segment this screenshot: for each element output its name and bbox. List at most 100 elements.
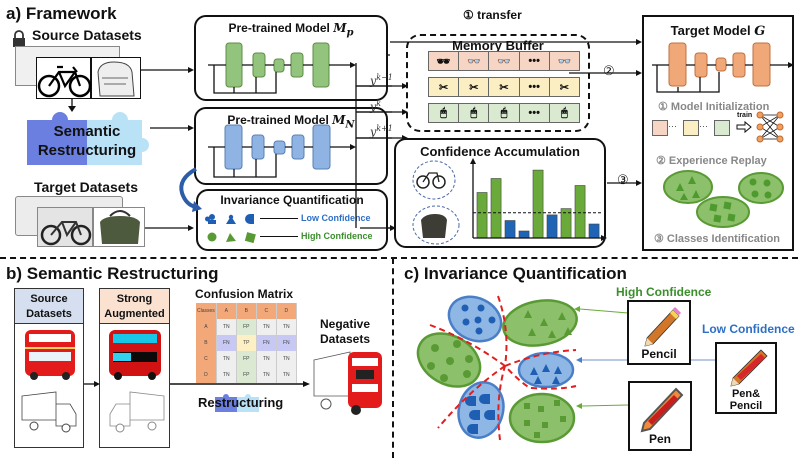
confusion-matrix-header: Classes A B C D <box>196 303 297 319</box>
pen-icon <box>640 387 684 433</box>
backpack-icon <box>97 61 135 97</box>
bar-4 <box>518 230 530 239</box>
memory-row-glasses: 🕶 👓 👓 ••• 👓 <box>428 51 580 71</box>
source-header-line1: Source <box>30 293 68 305</box>
cm-row-label: B <box>196 335 217 351</box>
item-card-pencil: Pencil <box>627 300 691 365</box>
memory-cell: 👓 <box>489 52 520 70</box>
low-confidence-heading: Low Confidence <box>702 322 795 336</box>
negative-line1: Negative <box>320 317 371 331</box>
cm-cell: TN <box>276 351 297 367</box>
memory-cell: ••• <box>520 78 550 96</box>
pen-pencil-label: Pen& Pencil <box>729 388 763 412</box>
target-datasets-label: Target Datasets <box>34 179 139 195</box>
neural-net-icon <box>756 111 784 143</box>
negative-datasets-label: Negative Datasets <box>320 317 370 347</box>
memory-cell: ✂ <box>559 81 570 94</box>
curved-arrow-icon <box>179 167 202 212</box>
cm-cell: TN <box>276 367 297 383</box>
high-confidence-label: High Confidence <box>301 231 373 241</box>
step-classes-identification: ③ Classes Identification <box>654 233 781 245</box>
model-n-subscript: N <box>345 119 355 131</box>
cm-header-cell: Classes <box>196 303 217 319</box>
memory-cell: 🖱 <box>459 104 490 122</box>
high-confidence-shapes <box>207 232 256 244</box>
low-confidence-shapes <box>205 214 254 224</box>
framework-title: a) Framework <box>6 4 117 23</box>
cm-cell: TN <box>216 351 237 367</box>
memory-cell: ••• <box>520 52 550 70</box>
negative-line2: Datasets <box>320 332 371 346</box>
network-green <box>208 42 356 94</box>
memory-cell: ✂ <box>459 78 490 96</box>
y-sup: k−1 <box>376 73 393 82</box>
memory-buffer-title: Memory Buffer <box>452 38 544 53</box>
network-orange <box>652 42 794 93</box>
bar-8 <box>574 185 586 239</box>
model-n-symbol: M <box>332 113 346 127</box>
bus-image-augmented <box>109 330 161 380</box>
puzzle-label-line2: Restructuring <box>37 142 137 159</box>
memory-cell: 👓 <box>459 52 490 70</box>
model-p-title: Pre-trained Model Mp <box>196 21 386 38</box>
confusion-matrix: Classes A B C D A TN FP TN TN B FN TP FN… <box>196 303 297 383</box>
pencil-label: Pencil <box>641 347 677 361</box>
cm-cell: FN <box>256 335 277 351</box>
ellipsis: ··· <box>668 121 677 131</box>
target-image-bag <box>93 207 145 247</box>
memory-buffer: Memory Buffer <box>406 34 590 132</box>
restructuring-arrows <box>84 381 310 387</box>
train-label: train <box>737 112 753 119</box>
high-arrow <box>260 236 298 237</box>
memory-cell: ✂ <box>489 78 520 96</box>
confusion-matrix-title: Confusion Matrix <box>195 287 293 301</box>
cm-cell: TN <box>256 319 277 335</box>
target-model-title-text: Target Model <box>670 23 751 38</box>
restructuring-label: Restructuring <box>198 395 284 410</box>
item-card-pen: Pen <box>628 381 692 451</box>
y-base: y <box>370 125 377 139</box>
cm-cell: TP <box>236 335 257 351</box>
confusion-matrix-row: C TN FP TN TN <box>196 351 297 367</box>
ellipsis: ··· <box>699 121 708 131</box>
strong-header-line2: Augmented <box>104 308 165 320</box>
invariance-panel-title: c) Invariance Quantification <box>404 264 627 283</box>
memory-cell: 🖱 <box>561 106 568 119</box>
puzzle-icon <box>27 112 149 165</box>
step-experience-replay: ② Experience Replay <box>656 155 767 167</box>
y-base: y <box>370 100 377 114</box>
confusion-matrix-row: D TN FP TN TN <box>196 367 297 383</box>
memory-cell: 🖱 <box>489 104 520 122</box>
item-card-pen-pencil: Pen& Pencil <box>715 342 777 414</box>
lock-icon <box>13 30 25 47</box>
truck-image-augmented <box>109 391 165 433</box>
init-thumb-glasses <box>652 120 668 136</box>
model-p-symbol: M <box>333 21 347 35</box>
cm-cell: FP <box>236 319 257 335</box>
cm-header-cell: D <box>276 303 297 319</box>
cm-row-label: C <box>196 351 217 367</box>
cm-cell: TN <box>256 367 277 383</box>
memory-cell: ✂ <box>429 78 460 96</box>
y-axis-arrow <box>470 158 476 164</box>
cluster-diagram <box>416 295 578 444</box>
pen-pencil-icon <box>730 349 768 387</box>
memory-cell: 🖱 <box>429 104 460 122</box>
bar-1 <box>476 192 488 239</box>
bar-6 <box>546 214 558 239</box>
y-sup: k <box>376 99 382 108</box>
network-blue <box>208 124 356 178</box>
semantic-restructuring-puzzle-label: Semantic Restructuring <box>32 122 142 160</box>
source-datasets-column: Source Datasets <box>14 288 84 448</box>
divider-horizontal <box>0 257 798 259</box>
cm-cell: FP <box>236 351 257 367</box>
transfer-label: ① transfer <box>463 8 522 22</box>
strong-header-line1: Strong <box>116 293 153 305</box>
target-model-symbol: G <box>754 24 766 39</box>
memory-row-mouse: 🖱 🖱 🖱 ••• 🖱 <box>428 103 580 123</box>
source-datasets-header: Source Datasets <box>15 289 83 324</box>
strong-augmented-header: Strong Augmented <box>100 289 169 324</box>
framework-connectors <box>68 39 642 231</box>
source-datasets-label: Source Datasets <box>32 27 142 43</box>
puzzle-label-line1: Semantic <box>53 123 121 140</box>
